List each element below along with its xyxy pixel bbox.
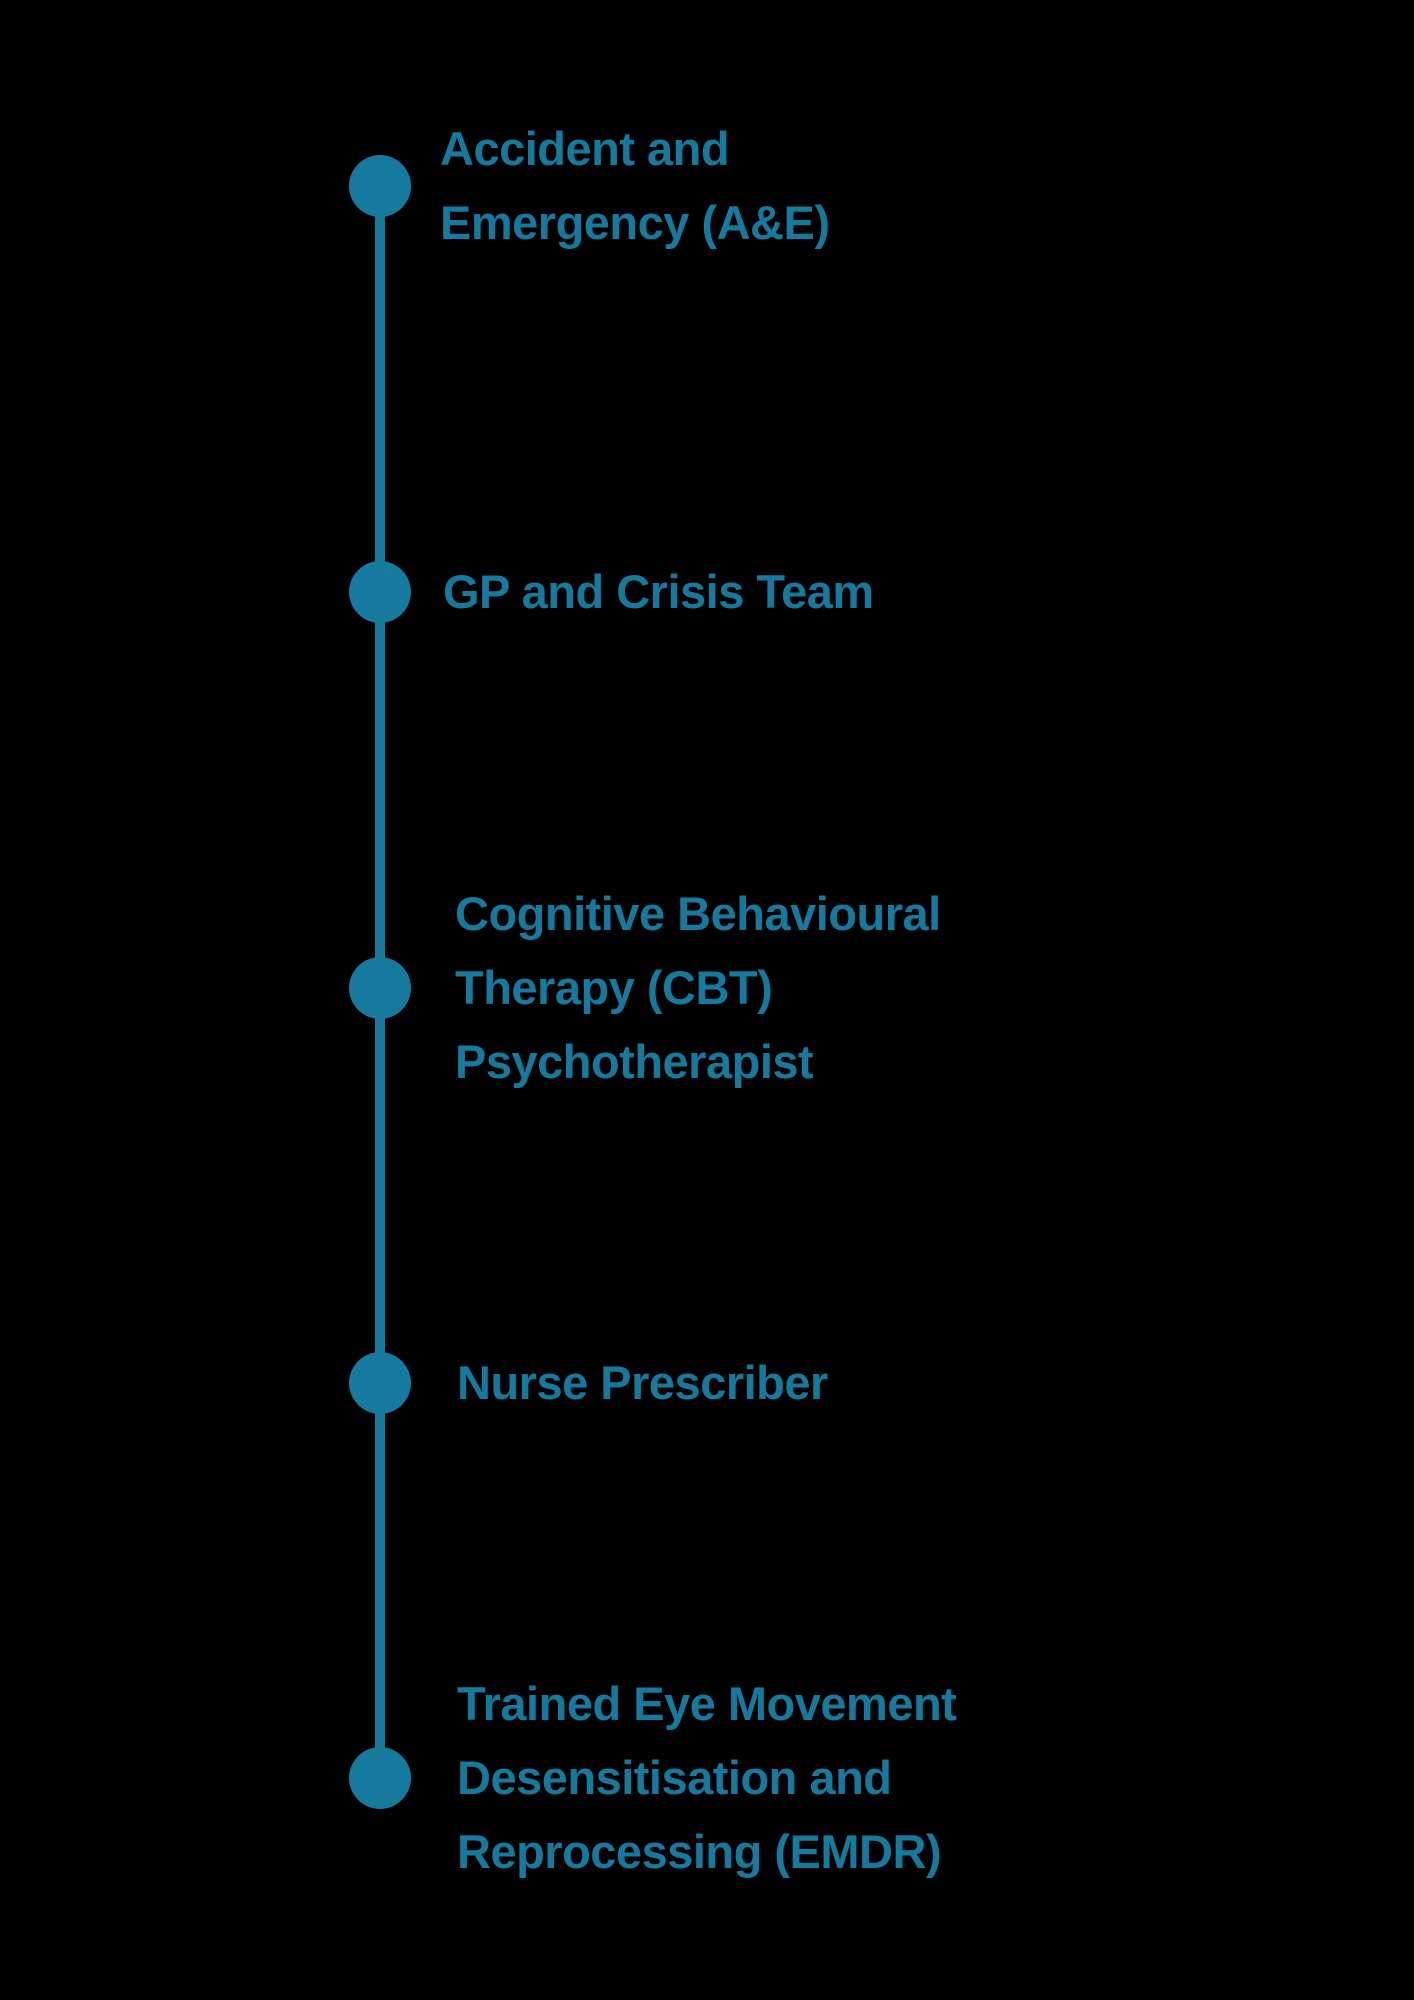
timeline-label: Cognitive Behavioural Therapy (CBT) Psyc… (455, 877, 941, 1099)
label-line: Psychotherapist (455, 1035, 814, 1088)
label-line: Nurse Prescriber (457, 1356, 828, 1409)
timeline-label: Nurse Prescriber (457, 1346, 828, 1420)
timeline-node-dot (349, 1352, 411, 1414)
timeline-node-dot (349, 957, 411, 1019)
label-line: Cognitive Behavioural (455, 887, 941, 940)
timeline-label: GP and Crisis Team (443, 555, 874, 629)
timeline-label: Accident and Emergency (A&E) (440, 112, 830, 260)
label-line: Desensitisation and (457, 1751, 892, 1804)
label-line: Accident and (440, 122, 730, 175)
timeline-node-dot (349, 1747, 411, 1809)
timeline-node-dot (349, 561, 411, 623)
timeline-label: Trained Eye Movement Desensitisation and… (457, 1667, 957, 1889)
label-line: GP and Crisis Team (443, 565, 874, 618)
label-line: Therapy (CBT) (455, 961, 773, 1014)
label-line: Trained Eye Movement (457, 1677, 957, 1730)
timeline-node-dot (349, 155, 411, 217)
label-line: Reprocessing (EMDR) (457, 1825, 942, 1878)
label-line: Emergency (A&E) (440, 196, 830, 249)
